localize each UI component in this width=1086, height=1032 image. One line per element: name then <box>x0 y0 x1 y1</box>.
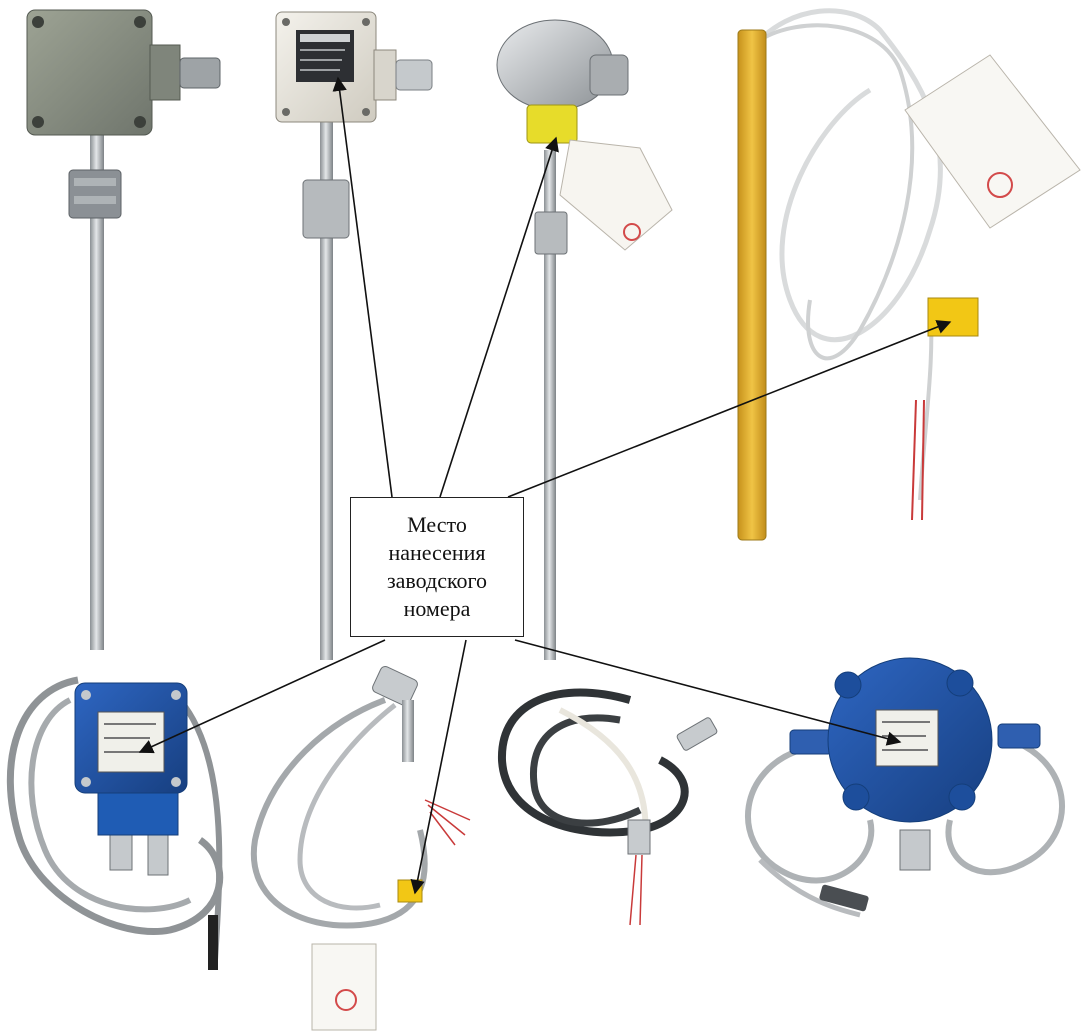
arrow-to-yellow-tag <box>507 320 952 498</box>
arrow-to-cable-tag <box>410 639 467 895</box>
steel-head-sensor <box>496 19 673 660</box>
blue-box-cable-sensor <box>6 676 224 970</box>
angled-head-cable-sensor <box>250 666 471 1031</box>
blue-round-box-sensor <box>744 657 1066 918</box>
white-junction-box-sensor <box>275 11 433 660</box>
callout-arrows <box>138 76 952 895</box>
arrow-to-round-box <box>514 639 902 746</box>
armored-cable-sensor <box>497 688 718 926</box>
callout-label: Место нанесения заводского номера <box>386 512 488 621</box>
arrow-to-white-box <box>332 76 393 498</box>
yellow-flat-probe-sensor <box>737 8 1081 541</box>
callout-box: Место нанесения заводского номера <box>350 497 524 637</box>
gray-junction-box-sensor <box>26 9 221 650</box>
arrow-to-blue-box <box>138 639 386 754</box>
arrow-to-steel-head <box>439 136 559 498</box>
